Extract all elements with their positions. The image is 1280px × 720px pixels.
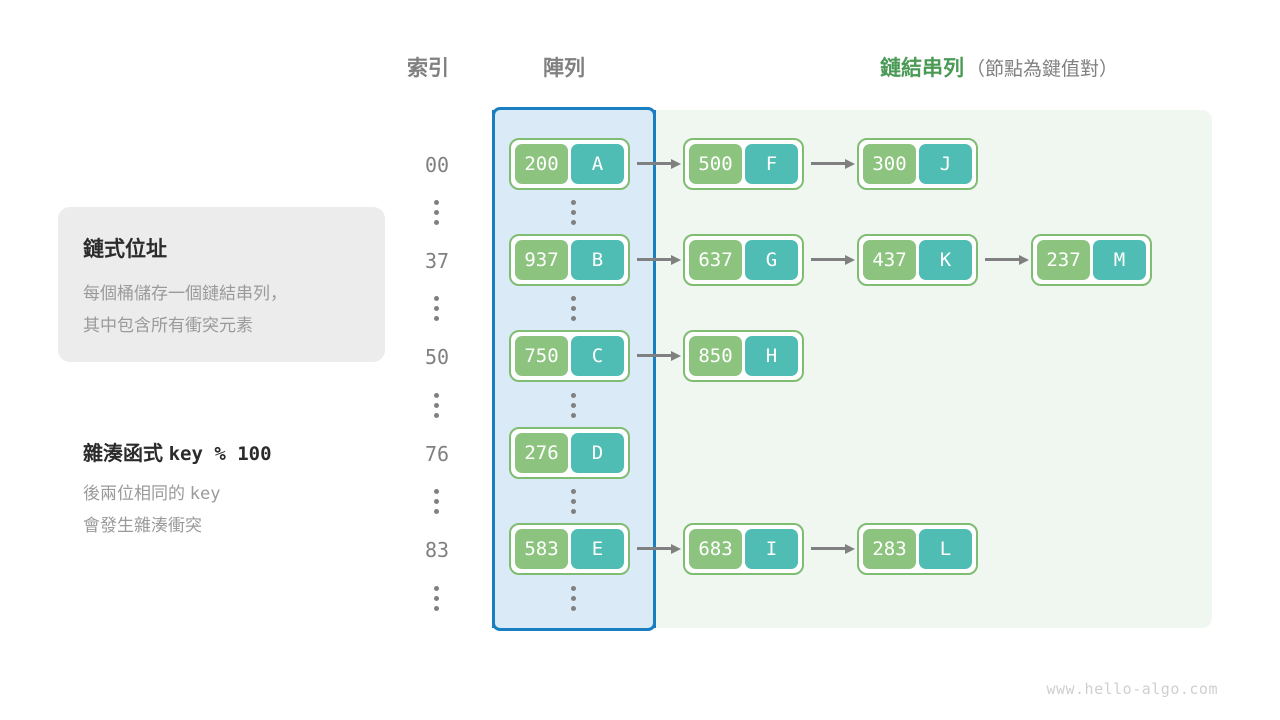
- node-key: 683: [689, 529, 742, 569]
- node-key: 283: [863, 529, 916, 569]
- linked-list-header-main: 鏈結串列: [880, 57, 964, 80]
- bucket-index-label: 83: [424, 538, 450, 562]
- bucket-index-label: 00: [424, 153, 450, 177]
- node-key: 850: [689, 336, 742, 376]
- index-ellipsis: [434, 296, 440, 321]
- hash-function-label: 雜湊函式: [83, 443, 163, 465]
- node-key: 237: [1037, 240, 1090, 280]
- bucket-index-label: 50: [424, 345, 450, 369]
- node-value: I: [745, 529, 798, 569]
- bucket-index-label: 76: [424, 442, 450, 466]
- node-value: K: [919, 240, 972, 280]
- next-pointer-arrow: [637, 544, 681, 554]
- node-value: H: [745, 336, 798, 376]
- node-value: M: [1093, 240, 1146, 280]
- node-value: D: [571, 433, 624, 473]
- info-card-line-1: 每個桶儲存一個鏈結串列，: [83, 284, 287, 303]
- index-ellipsis: [434, 200, 440, 225]
- node-key: 937: [515, 240, 568, 280]
- next-pointer-arrow: [637, 159, 681, 169]
- node-value: C: [571, 336, 624, 376]
- column-header-index: 索引: [407, 57, 449, 80]
- node-value: E: [571, 529, 624, 569]
- hash-function-expression: key % 100: [168, 443, 272, 465]
- info-card: [58, 207, 385, 362]
- node-value: F: [745, 144, 798, 184]
- array-ellipsis: [571, 489, 577, 514]
- node-key: 750: [515, 336, 568, 376]
- node-value: A: [571, 144, 624, 184]
- next-pointer-arrow: [637, 255, 681, 265]
- info-card-body: 每個桶儲存一個鏈結串列， 其中包含所有衝突元素: [83, 278, 287, 342]
- node-value: L: [919, 529, 972, 569]
- linked-list-header-sub: （節點為鍵值對）: [966, 59, 1119, 80]
- next-pointer-arrow: [985, 255, 1029, 265]
- node-key: 200: [515, 144, 568, 184]
- node-value: G: [745, 240, 798, 280]
- watermark: www.hello-algo.com: [1046, 680, 1218, 698]
- node-value: J: [919, 144, 972, 184]
- node-key: 437: [863, 240, 916, 280]
- info-card-line-2: 其中包含所有衝突元素: [83, 316, 253, 335]
- array-ellipsis: [571, 393, 577, 418]
- next-pointer-arrow: [811, 255, 855, 265]
- next-pointer-arrow: [811, 544, 855, 554]
- hash-note-line-1: 後兩位相同的 key: [83, 478, 220, 510]
- node-key: 637: [689, 240, 742, 280]
- node-value: B: [571, 240, 624, 280]
- index-ellipsis: [434, 586, 440, 611]
- node-key: 276: [515, 433, 568, 473]
- node-key: 583: [515, 529, 568, 569]
- hash-note-code: key: [189, 484, 221, 504]
- array-ellipsis: [571, 200, 577, 225]
- next-pointer-arrow: [637, 351, 681, 361]
- node-key: 500: [689, 144, 742, 184]
- index-ellipsis: [434, 489, 440, 514]
- hash-note-text: 後兩位相同的: [83, 484, 185, 503]
- next-pointer-arrow: [811, 159, 855, 169]
- hash-function-note: 後兩位相同的 key 會發生雜湊衝突: [83, 478, 220, 542]
- hash-note-line-2: 會發生雜湊衝突: [83, 516, 202, 535]
- array-ellipsis: [571, 296, 577, 321]
- array-ellipsis: [571, 586, 577, 611]
- node-key: 300: [863, 144, 916, 184]
- bucket-index-label: 37: [424, 249, 450, 273]
- column-header-linked-list: 鏈結串列 （節點為鍵值對）: [880, 52, 1118, 82]
- hash-function-title: 雜湊函式 key % 100: [83, 437, 272, 466]
- column-header-array: 陣列: [543, 57, 585, 80]
- info-card-title: 鏈式位址: [83, 238, 167, 261]
- index-ellipsis: [434, 393, 440, 418]
